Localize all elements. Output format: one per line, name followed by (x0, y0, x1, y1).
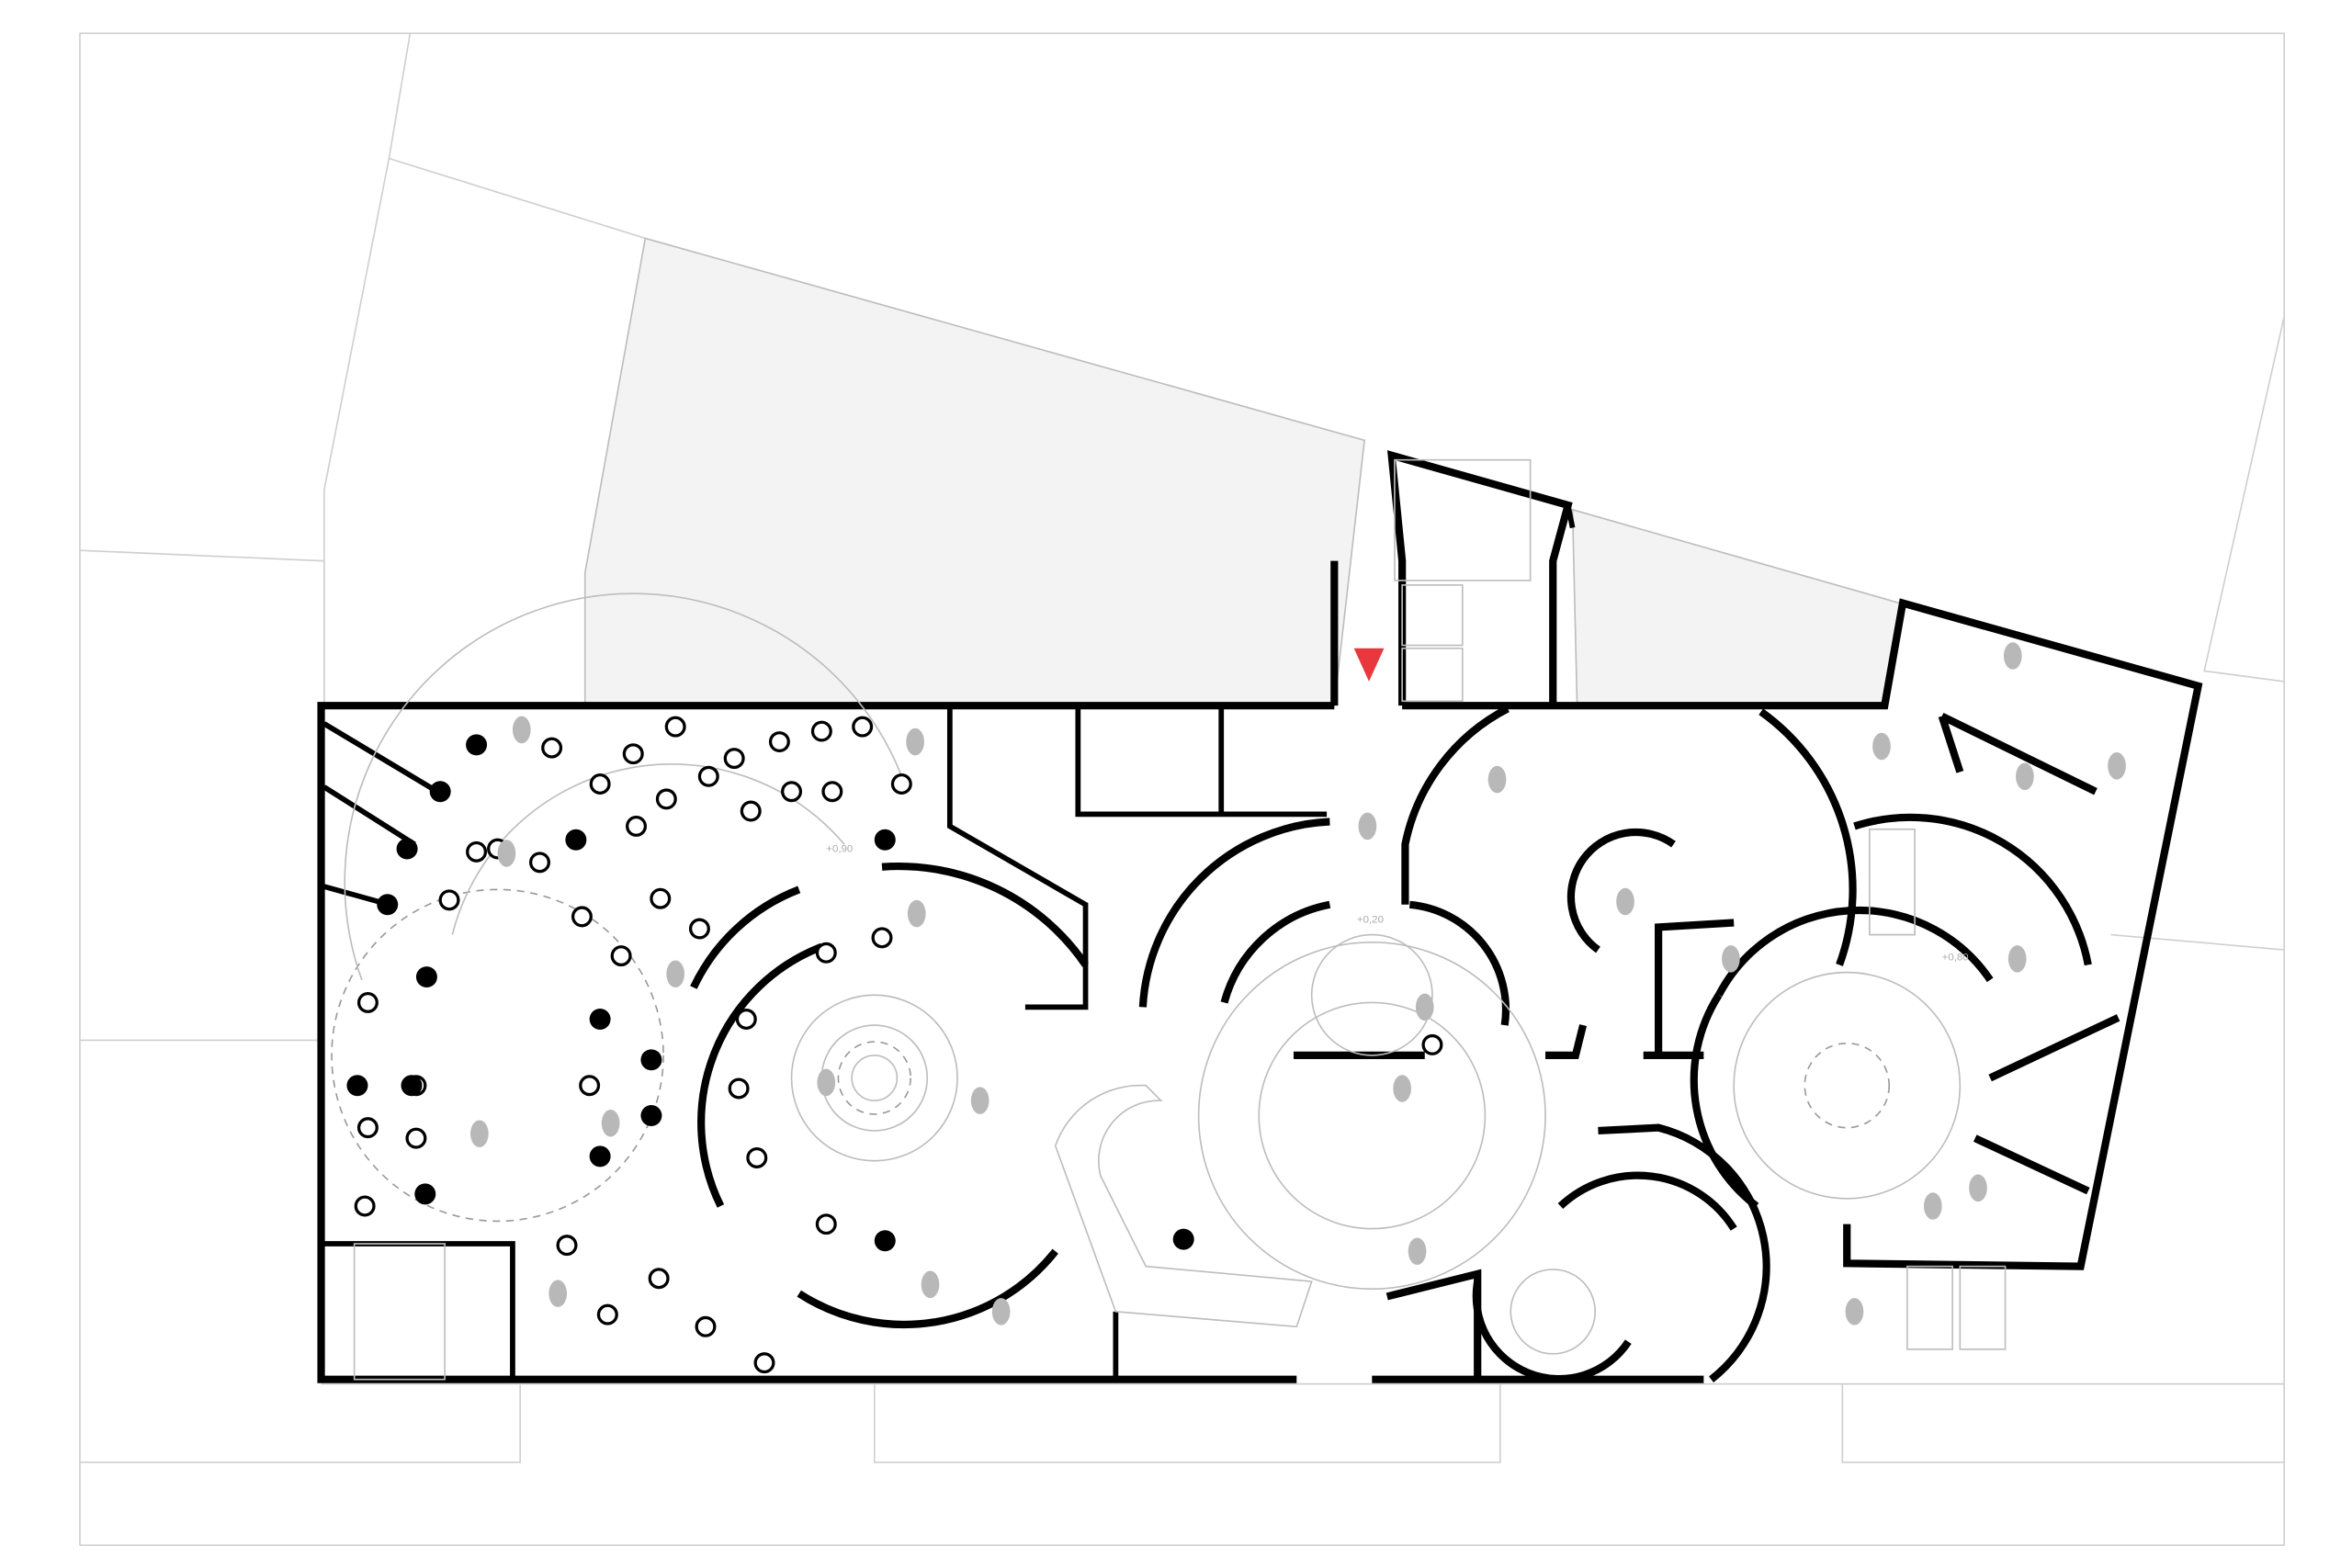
person-figure (548, 1280, 568, 1307)
person-figure (817, 1068, 836, 1097)
column-open (556, 1235, 578, 1257)
column-open (821, 781, 843, 803)
person-figure (1415, 993, 1434, 1021)
interior-lines (331, 458, 2007, 1381)
person-figure (1872, 732, 1891, 761)
person-figure (1487, 765, 1507, 794)
column-open (622, 743, 644, 765)
column-open (768, 731, 790, 753)
column-open (579, 1075, 601, 1097)
entrance-marker-icon (1353, 648, 1385, 682)
person-figure (1722, 945, 1740, 973)
column-solid (589, 1145, 611, 1168)
person-figure (2003, 642, 2022, 670)
courtyard-east (1571, 508, 1901, 704)
person-figure (1923, 1192, 1942, 1220)
person-figure (991, 1298, 1011, 1325)
column-solid (640, 1105, 662, 1127)
column-open (1421, 1033, 1443, 1055)
column-solid (396, 838, 418, 860)
column-solid (346, 1075, 368, 1097)
person-figure (1616, 887, 1634, 916)
courtyard-west (583, 237, 1366, 706)
column-open (688, 918, 710, 940)
person-figure (1969, 1174, 1987, 1202)
column-solid (415, 966, 437, 988)
person-figure (1358, 812, 1377, 840)
column-solid (377, 894, 399, 916)
person-figure (1408, 1237, 1427, 1265)
column-open (571, 906, 593, 928)
column-open (890, 773, 912, 795)
column-solid (1172, 1228, 1194, 1250)
column-open (529, 852, 550, 874)
column-open (589, 773, 611, 795)
column-solid (414, 1183, 436, 1205)
column-open (781, 781, 803, 803)
column-open (815, 942, 837, 964)
person-figure (970, 1087, 989, 1114)
person-figure (907, 899, 926, 928)
column-open (740, 800, 762, 822)
site-lines (79, 32, 2285, 1547)
column-open (626, 815, 647, 837)
columns (346, 716, 1443, 1374)
person-figure (666, 960, 685, 988)
person-figure (470, 1120, 489, 1147)
column-solid (874, 829, 896, 851)
people-figures (470, 642, 2126, 1325)
elevation-label-center: +0,20 (1357, 914, 1384, 925)
column-solid (640, 1049, 662, 1071)
column-open (746, 1146, 768, 1168)
column-open (871, 927, 893, 949)
person-figure (1393, 1075, 1411, 1102)
column-open (810, 720, 832, 742)
column-open (735, 1009, 757, 1030)
column-open (815, 1213, 837, 1235)
column-solid (466, 734, 488, 756)
column-open (356, 991, 379, 1013)
person-figure (2016, 762, 2034, 791)
column-open (596, 1303, 618, 1325)
column-open (541, 737, 563, 759)
column-open (438, 889, 460, 911)
column-open (655, 788, 677, 810)
column-open (405, 1127, 427, 1149)
column-open (466, 840, 488, 863)
person-figure (2007, 945, 2027, 973)
column-open (354, 1195, 376, 1217)
column-solid (401, 1075, 423, 1097)
column-open (728, 1077, 750, 1100)
column-solid (589, 1009, 611, 1030)
column-open (610, 945, 632, 967)
person-figure (906, 728, 924, 756)
column-solid (874, 1230, 896, 1252)
curved-walls (690, 705, 2120, 1383)
elevation-label-east: +0,80 (1942, 953, 1969, 964)
column-solid (429, 781, 451, 803)
column-open (852, 716, 874, 738)
column-open (650, 887, 672, 909)
person-figure (512, 716, 531, 744)
person-figure (2108, 752, 2126, 780)
column-solid (565, 829, 587, 851)
person-figure (1845, 1298, 1864, 1325)
column-open (648, 1268, 670, 1290)
column-open (664, 716, 686, 738)
elevation-label-hall: +0,90 (826, 843, 853, 854)
person-figure (601, 1109, 620, 1137)
column-open (753, 1352, 775, 1374)
column-open (697, 765, 719, 787)
person-figure (497, 840, 516, 867)
column-open (356, 1117, 379, 1139)
column-open (723, 748, 745, 770)
person-figure (921, 1270, 940, 1299)
column-open (695, 1315, 717, 1337)
